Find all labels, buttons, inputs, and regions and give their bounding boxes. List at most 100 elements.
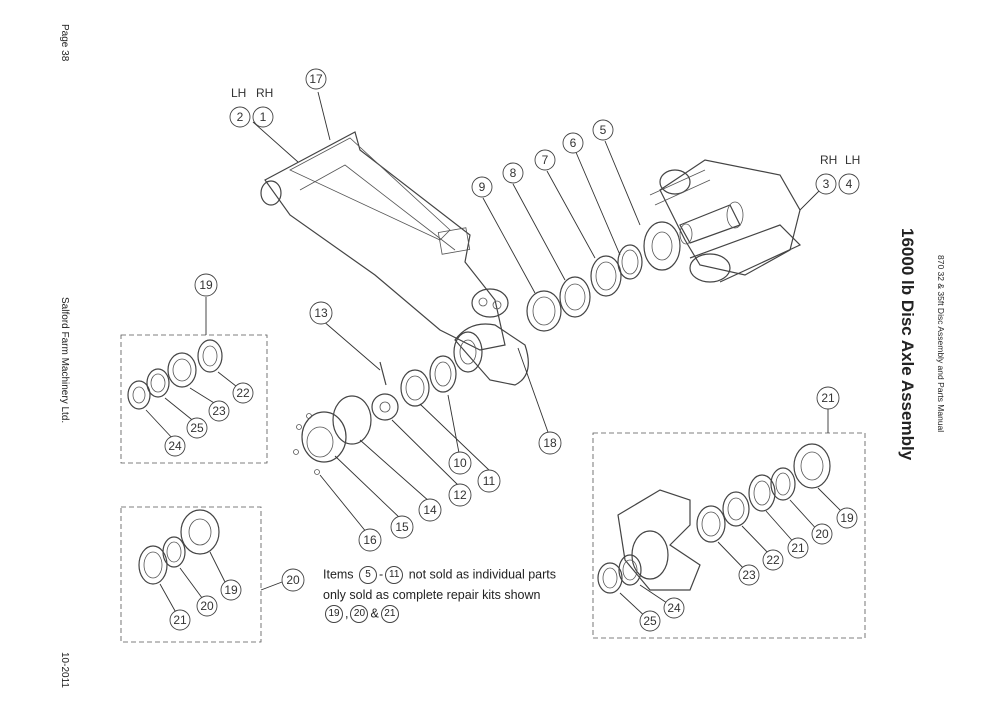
nut-12 [371,393,399,421]
svg-text:4: 4 [846,177,853,191]
ring-6 [617,244,643,280]
kit20-callout-21: 21 [169,609,191,631]
cup-7 [590,255,622,297]
svg-text:5: 5 [600,123,607,137]
label-lh-right: LH [845,153,860,167]
svg-text:21: 21 [821,391,835,405]
svg-text:6: 6 [570,136,577,150]
svg-text:16: 16 [363,533,377,547]
svg-text:22: 22 [766,553,780,567]
callout-10: 10 [448,451,472,475]
callout-bubbles: 1 2 17 3 4 5 6 7 8 9 10 11 12 13 14 15 1… [164,68,860,632]
svg-text:8: 8 [510,166,517,180]
note-line-3: 19,20&21 [323,605,401,623]
kit21-callout-24: 24 [663,597,685,619]
kit21-callout-21: 21 [787,537,809,559]
svg-text:21: 21 [173,613,187,627]
note-line-1: Items 5-11 not sold as individual parts [323,566,556,584]
svg-text:20: 20 [286,573,300,587]
svg-text:14: 14 [423,503,437,517]
svg-text:19: 19 [840,511,854,525]
svg-text:12: 12 [453,488,467,502]
kit19-callout-24: 24 [164,435,186,457]
callout-9: 9 [471,176,493,198]
cone-8 [559,276,591,318]
svg-text:2: 2 [237,110,244,124]
kit19-callout-22: 22 [232,382,254,404]
leader-lines [145,91,846,621]
bolt-16 [314,469,320,475]
callout-3: 3 [815,173,837,195]
callout-20: 20 [281,568,305,592]
bearing-stack [293,221,681,475]
gasket-14 [332,395,372,445]
callout-21: 21 [816,386,840,410]
svg-text:24: 24 [168,439,182,453]
svg-text:20: 20 [200,599,214,613]
callout-19: 19 [194,273,218,297]
callout-6: 6 [562,132,584,154]
pin-13 [379,361,387,386]
svg-text:23: 23 [742,568,756,582]
callout-12: 12 [448,483,472,507]
callout-4: 4 [838,173,860,195]
svg-text:21: 21 [791,541,805,555]
callout-15: 15 [390,515,414,539]
kit20-callout-19: 19 [220,579,242,601]
callout-2: 2 [229,106,251,128]
callout-18: 18 [538,431,562,455]
kit21-callout-23: 23 [738,564,760,586]
callout-16: 16 [358,528,382,552]
spindle-assembly [649,159,802,283]
kit20-callout-20: 20 [196,595,218,617]
cup-9 [526,290,562,332]
kit-21-parts [597,443,831,594]
svg-text:24: 24 [667,601,681,615]
kit-20-box [120,506,262,643]
label-lh-top: LH [231,86,246,100]
svg-text:3: 3 [823,177,830,191]
kit-21-box [592,432,866,639]
kit21-callout-25: 25 [639,610,661,632]
callout-14: 14 [418,498,442,522]
callout-11: 11 [477,469,501,493]
kit19-callout-25: 25 [186,417,208,439]
walking-beam-arm [260,131,529,386]
svg-text:23: 23 [212,404,226,418]
kit-19-box [120,334,268,464]
svg-text:15: 15 [395,520,409,534]
svg-text:18: 18 [543,436,557,450]
hub-cap-15 [301,411,347,463]
seal-11 [400,369,430,407]
svg-text:22: 22 [236,386,250,400]
svg-text:25: 25 [190,421,204,435]
svg-text:19: 19 [199,278,213,292]
kit-20-parts [138,509,220,585]
callout-17: 17 [305,68,327,90]
svg-text:10: 10 [453,456,467,470]
kit21-callout-22: 22 [762,549,784,571]
svg-text:7: 7 [542,153,549,167]
svg-text:19: 19 [224,583,238,597]
kit21-callout-20: 20 [811,523,833,545]
cone-10 [429,355,457,393]
svg-text:17: 17 [309,72,323,86]
label-rh-right: RH [820,153,837,167]
callout-1: 1 [252,106,274,128]
svg-text:9: 9 [479,180,486,194]
kit21-callout-19: 19 [836,507,858,529]
seal-5 [643,221,681,271]
svg-text:20: 20 [815,527,829,541]
callout-13: 13 [309,301,333,325]
note-line-2: only sold as complete repair kits shown [323,588,541,602]
kit-19-parts [127,339,223,410]
label-rh-top: RH [256,86,273,100]
callout-5: 5 [592,119,614,141]
callout-7: 7 [534,149,556,171]
svg-text:1: 1 [260,110,267,124]
svg-text:11: 11 [483,474,496,488]
kit19-callout-23: 23 [208,400,230,422]
svg-text:25: 25 [643,614,657,628]
